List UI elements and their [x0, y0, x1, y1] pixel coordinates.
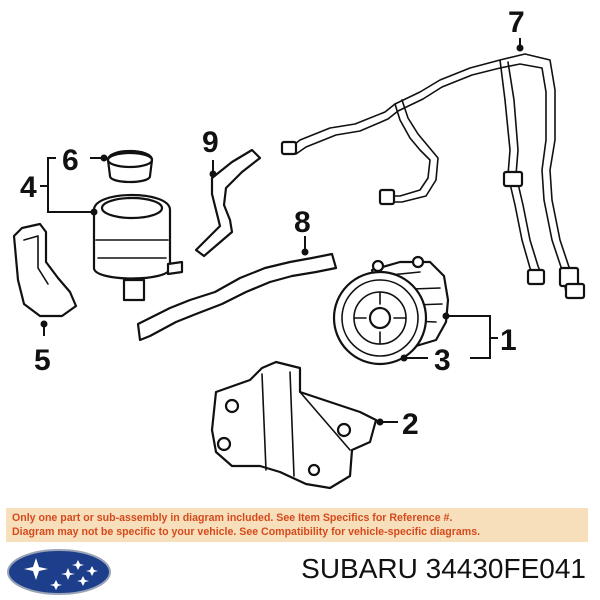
subaru-logo-icon [7, 549, 111, 595]
return-line-fitting [526, 268, 546, 286]
hose-clamp [502, 170, 524, 188]
pressure-hose-assembly [280, 38, 586, 300]
power-steering-pump [332, 255, 498, 366]
reservoir-cap [90, 150, 154, 184]
callout-6: 6 [62, 144, 79, 177]
reservoir-tank [40, 157, 184, 302]
part-label: SUBARU 34430FE041 [301, 553, 586, 585]
callout-5: 5 [34, 344, 51, 377]
callout-1: 1 [500, 324, 517, 357]
part-number: 34430FE041 [425, 553, 586, 584]
hose-fitting-bottom [378, 188, 396, 206]
disclaimer-line-2: Diagram may not be specific to your vehi… [12, 526, 481, 538]
suction-hose [136, 236, 338, 342]
return-hose [194, 148, 262, 258]
parts-diagram: 1 2 3 4 5 6 7 8 9 [12, 6, 586, 490]
callout-8: 8 [294, 206, 311, 239]
disclaimer-banner: Only one part or sub-assembly in diagram… [6, 508, 588, 542]
callout-9: 9 [202, 126, 219, 159]
reservoir-bracket [12, 222, 78, 336]
hose-fitting-left [280, 140, 298, 156]
callout-4: 4 [20, 171, 37, 204]
pump-mounting-bracket [210, 360, 398, 490]
callout-2: 2 [402, 408, 419, 441]
hose-end-fitting-2 [564, 282, 586, 300]
callout-3: 3 [434, 344, 451, 377]
disclaimer-line-1: Only one part or sub-assembly in diagram… [12, 512, 453, 524]
callout-7: 7 [508, 6, 525, 39]
brand-name: SUBARU [301, 553, 418, 584]
